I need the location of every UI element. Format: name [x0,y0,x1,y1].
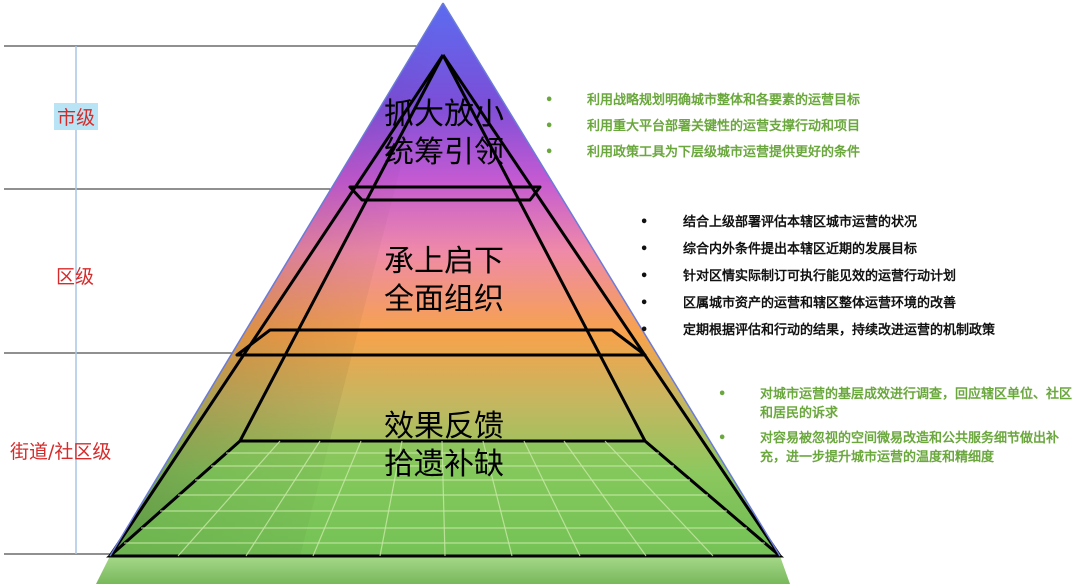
tier-divider-middle [235,328,647,357]
edge-right-inner [441,54,647,442]
level-label-district: 区级 [56,266,95,288]
bullet-item: 针对区情实际制订可执行能见效的运营行动计划 [640,263,995,290]
pyramid-base-ground [96,556,790,584]
bullet-list-district: 结合上级部署评估本辖区城市运营的状况 综合内外条件提出本辖区近期的发展目标 针对… [640,209,995,344]
bullet-list-street: 对城市运营的基层成效进行调查，回应辖区单位、社区和居民的诉求 对容易被忽视的空间… [718,385,1073,473]
pyramid-floor-grid [106,439,785,558]
pyramid-edges [108,54,782,557]
tier-bottom-line2: 拾遗补缺 [384,447,504,482]
bullet-item: 综合内外条件提出本辖区近期的发展目标 [640,236,995,263]
tier-title-bottom: 效果反馈 拾遗补缺 [334,408,554,484]
tier-middle-line2: 全面组织 [384,282,504,317]
bullet-item: 对城市运营的基层成效进行调查，回应辖区单位、社区和居民的诉求 [718,385,1073,423]
tier-bottom-line1: 效果反馈 [384,409,504,444]
bullet-item: 对容易被忽视的空间微易改造和公共服务细节做出补充，进一步提升城市运营的温度和精细… [718,429,1073,467]
bullet-list-city: 利用战略规划明确城市整体和各要素的运营目标 利用重大平台部署关键性的运营支撑行动… [545,88,860,166]
bullet-item: 区属城市资产的运营和辖区整体运营环境的改善 [640,290,995,317]
bullet-item: 结合上级部署评估本辖区城市运营的状况 [640,209,995,236]
edge-left [108,54,445,557]
tier-title-middle: 承上启下 全面组织 [334,243,554,319]
bullet-item: 利用政策工具为下层级城市运营提供更好的条件 [545,140,860,166]
bullet-item: 利用战略规划明确城市整体和各要素的运营目标 [545,88,860,114]
bullet-item: 利用重大平台部署关键性的运营支撑行动和项目 [545,114,860,140]
tier-divider-upper [348,185,542,202]
level-label-street: 街道/社区级 [10,441,112,463]
pyramid-outline-top [109,2,444,557]
bullet-item: 定期根据评估和行动的结果，持续改进运营的机制政策 [640,317,995,344]
edge-left-inner [238,54,445,442]
edge-right [441,54,782,557]
tier-top-line1: 抓大放小 [384,97,504,132]
level-label-city: 市级 [54,103,99,130]
tier-top-line2: 统筹引领 [384,135,504,170]
tier-middle-line1: 承上启下 [384,244,504,279]
tier-title-top: 抓大放小 统筹引领 [334,96,554,172]
